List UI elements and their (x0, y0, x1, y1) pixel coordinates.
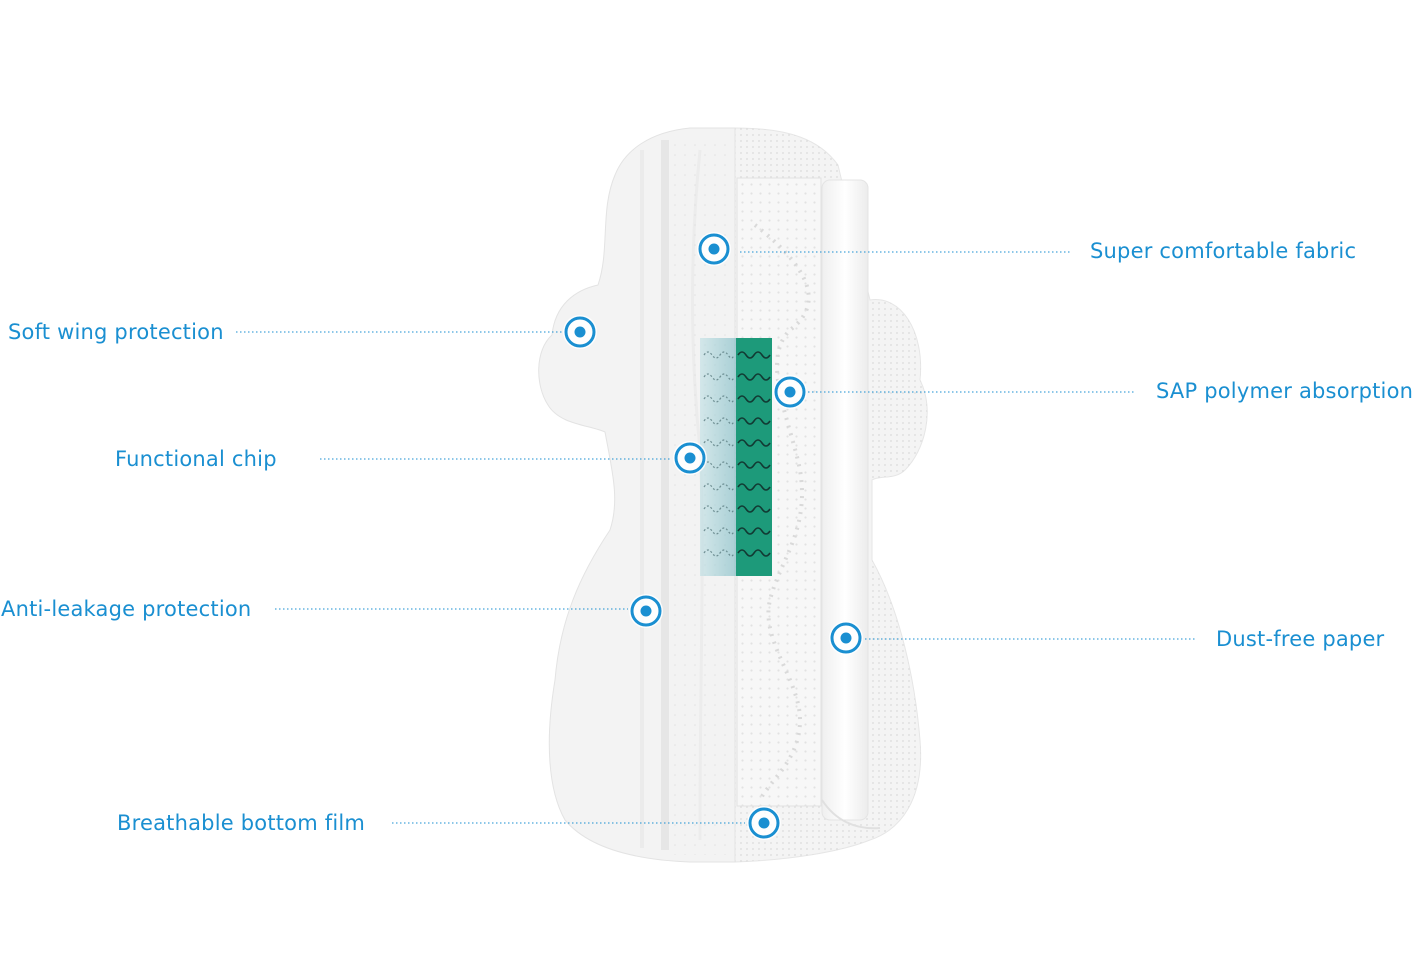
chip-wave (737, 527, 771, 535)
label-soft-wing-protection: Soft wing protection (8, 320, 224, 344)
label-sap-polymer-absorption: SAP polymer absorption (1156, 379, 1414, 403)
chip-wave-faded (703, 549, 735, 557)
chip-wave-faded (703, 395, 735, 403)
marker-dust-free-paper-target-marker-icon (829, 621, 863, 655)
label-super-comfortable-fabric: Super comfortable fabric (1090, 239, 1357, 263)
chip-wave (737, 373, 771, 381)
label-breathable-bottom-film: Breathable bottom film (117, 811, 366, 835)
chip-wave (737, 417, 771, 425)
markers (563, 232, 863, 840)
chip-waves (703, 351, 771, 557)
chip-wave (737, 483, 771, 491)
functional-chip (700, 338, 772, 576)
marker-super-comfortable-fabric-target-marker-icon (697, 232, 731, 266)
chip-wave (737, 439, 771, 447)
chip-wave-faded (703, 505, 735, 513)
dust-free-paper-roll (821, 179, 881, 830)
chip-wave-faded (703, 461, 735, 469)
marker-sap-polymer-absorption-target-marker-icon (773, 375, 807, 409)
marker-functional-chip-target-marker-icon (673, 441, 707, 475)
chip-wave-faded (703, 351, 735, 359)
label-functional-chip: Functional chip (115, 447, 277, 471)
chip-wave (737, 351, 771, 359)
chip-wave (737, 395, 771, 403)
label-anti-leakage-protection: Anti-leakage protection (1, 597, 252, 621)
chip-wave-faded (703, 439, 735, 447)
chip-wave (737, 549, 771, 557)
label-dust-free-paper: Dust-free paper (1216, 627, 1385, 651)
chip-wave-faded (703, 373, 735, 381)
chip-wave (737, 461, 771, 469)
chip-wave-faded (703, 483, 735, 491)
marker-anti-leakage-protection-target-marker-icon (629, 594, 663, 628)
marker-breathable-bottom-film-target-marker-icon (747, 806, 781, 840)
chip-wave-faded (703, 417, 735, 425)
leader-lines (236, 251, 1195, 824)
chip-wave (737, 505, 771, 513)
chip-wave-faded (703, 527, 735, 535)
marker-soft-wing-protection-target-marker-icon (563, 315, 597, 349)
